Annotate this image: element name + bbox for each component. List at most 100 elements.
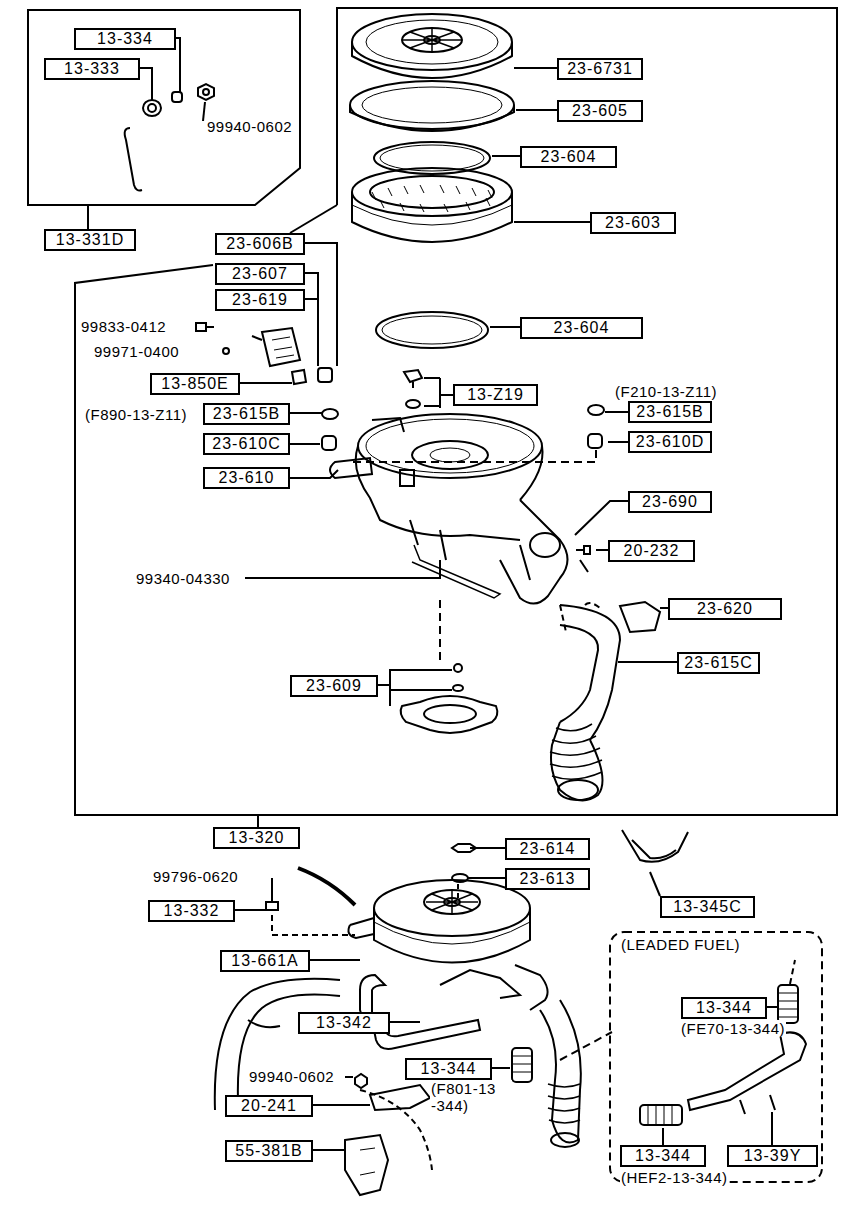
part-number-box: 23-614 [505, 838, 590, 860]
part-number-box: 23-604 [520, 317, 643, 339]
part-number-box: 23-609 [290, 675, 378, 697]
leader-line [245, 560, 440, 578]
option-outline [610, 932, 822, 1182]
assembly-line [457, 884, 459, 900]
leader-line [596, 549, 608, 551]
intake-duct [550, 602, 660, 800]
pipe-parts [640, 985, 806, 1125]
part-number-box: 13-344 [620, 1145, 706, 1167]
part-number-box: 13-331D [44, 229, 136, 251]
cover-drawing [352, 14, 512, 78]
part-label: (F890-13-Z11) [84, 406, 188, 423]
part-number: 23-690 [642, 493, 698, 510]
part-number-box: 23-615C [677, 652, 760, 674]
part-label: (HEF2-13-344) [620, 1169, 729, 1186]
part-number-box: 23-615B [628, 401, 712, 423]
leader-line [310, 959, 360, 961]
leader-line [176, 38, 180, 92]
part-number-box: 13-39Y [727, 1145, 818, 1167]
leader-line [313, 1149, 345, 1151]
leader-line [87, 205, 89, 229]
part-number-box: 23-620 [668, 598, 782, 620]
part-number: 23-604 [554, 319, 610, 336]
leader-line [767, 1006, 778, 1008]
part-number-box: 23-603 [590, 212, 676, 234]
part-number-box: 23-610 [203, 467, 290, 489]
part-number-box: 13-320 [213, 827, 300, 849]
part-number-box: 13-344 [681, 997, 767, 1019]
leader-line [605, 411, 628, 413]
grommet [322, 436, 336, 450]
part-label: (FE70-13-344) [680, 1020, 786, 1037]
part-number: 55-381B [235, 1142, 303, 1159]
hose-clip-parts [125, 84, 214, 190]
part-number: 23-615C [684, 654, 752, 671]
o-ring [374, 142, 490, 174]
part-label: (F210-13-Z11) [614, 383, 718, 400]
leader-line [516, 109, 557, 111]
bolt [266, 878, 278, 910]
part-label: 99796-0620 [152, 868, 239, 885]
part-number: 23-610D [636, 433, 704, 450]
gasket-ring [350, 81, 514, 131]
part-number: 13-333 [64, 60, 120, 77]
part-number: 23-613 [520, 870, 576, 887]
part-label: (F801-13 -344) [430, 1080, 512, 1114]
leader-line [771, 1112, 773, 1145]
leader-line [660, 607, 668, 609]
part-number-box: 23-604 [520, 146, 617, 168]
part-number-box: 23-613 [505, 868, 590, 890]
part-number-box: 20-241 [225, 1095, 313, 1117]
leader-line [240, 382, 292, 384]
part-number: 13-332 [164, 902, 220, 919]
part-number-box: 20-232 [608, 540, 695, 562]
washer [452, 874, 468, 882]
part-number: 20-241 [241, 1097, 297, 1114]
part-number: 13-342 [316, 1014, 372, 1031]
leader-line [492, 1067, 510, 1069]
part-number-box: 23-610D [628, 431, 712, 453]
assembly-line [272, 915, 355, 935]
leader-line [492, 155, 520, 157]
leader-line [575, 501, 628, 535]
part-number: 23-604 [541, 148, 597, 165]
leader-line [257, 815, 259, 827]
part-number-box: 13-333 [44, 58, 140, 80]
leader-line [345, 1076, 353, 1078]
part-number: 23-610C [212, 435, 280, 452]
leader-line [290, 412, 322, 414]
part-number-box: 23-619 [215, 289, 305, 311]
part-number: 23-606B [226, 235, 294, 252]
clip-parts [404, 370, 422, 408]
part-label: 99340-04330 [135, 570, 231, 587]
part-number: 23-615B [636, 403, 704, 420]
leader-line [235, 909, 265, 911]
part-label: 99940-0602 [206, 118, 293, 135]
part-number: 13-320 [229, 829, 285, 846]
grommet [588, 405, 604, 415]
part-label: 99833-0412 [80, 318, 167, 335]
gasket-parts [401, 664, 498, 733]
part-number-box: 23-606B [215, 233, 305, 255]
part-number-box: 13-Z19 [453, 384, 538, 406]
filter-element [352, 168, 512, 242]
part-number: 13-334 [97, 30, 153, 47]
group-outline [75, 8, 837, 815]
part-number-box: 13-344 [405, 1058, 492, 1080]
part-number-box: 23-607 [215, 263, 305, 285]
leader-line [390, 1021, 420, 1023]
nut [355, 1074, 367, 1088]
part-number-box: 55-381B [225, 1140, 313, 1162]
part-number-box: 23-690 [628, 491, 712, 513]
leader-line [305, 298, 318, 300]
leader-line [514, 67, 557, 69]
part-number: 13-331D [56, 231, 124, 248]
part-number-box: 13-332 [148, 900, 235, 922]
part-number-box: 23-615B [203, 403, 290, 425]
leader-line [424, 378, 453, 408]
part-number: 23-610 [219, 469, 275, 486]
part-number: 23-609 [306, 677, 362, 694]
leader-line [650, 872, 660, 896]
part-number: 13-Z19 [467, 386, 524, 403]
leader-line [608, 441, 628, 443]
